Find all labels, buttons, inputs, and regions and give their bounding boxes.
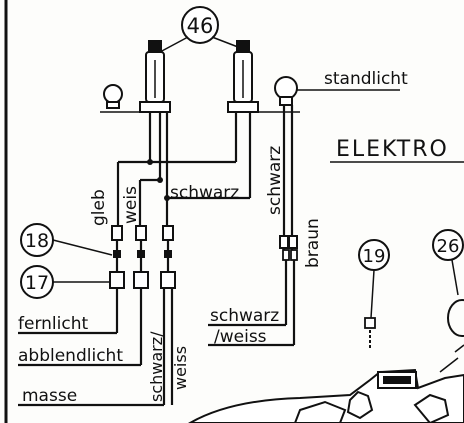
wire-label-schwarz-right: schwarz: [265, 146, 285, 215]
svg-text:46: 46: [187, 14, 214, 38]
left-parking-bulb: [100, 84, 140, 113]
wire-label-braun: braun: [303, 218, 323, 268]
masse-label: masse: [22, 386, 77, 406]
callout-19: 19: [358, 239, 390, 350]
svg-text:18: 18: [25, 230, 49, 252]
callout-18: 18: [20, 223, 113, 257]
standlicht-bulb: [258, 76, 400, 113]
connector-row-3: [109, 271, 176, 289]
connector-row-1: [111, 225, 298, 249]
svg-text:17: 17: [25, 272, 49, 294]
schwarz-weiss-right-label-2: /weiss: [214, 327, 267, 347]
wire-label-weis: weis: [121, 186, 141, 224]
screw-part: [364, 317, 376, 329]
schwarz-weiss-right-label-1: schwarz: [210, 306, 279, 326]
wire-label-gleb: gleb: [89, 189, 109, 226]
right-headlight-bulb: [227, 40, 259, 113]
standlicht-label: standlicht: [324, 69, 408, 89]
abblendlicht-label: abblendlicht: [18, 346, 123, 366]
headlight-housing-parts: [187, 344, 464, 423]
ring-part: [447, 299, 464, 337]
left-headlight-bulb: [139, 40, 171, 113]
schwarz-weiss-label-1: schwarz/: [147, 331, 166, 402]
schwarz-weiss-label-2: weiss: [171, 346, 190, 390]
wire-label-schwarz-top: schwarz: [170, 183, 239, 203]
standlicht-wires: [282, 105, 294, 250]
callout-26: 26: [432, 229, 464, 337]
callout-46: 46: [159, 6, 239, 53]
svg-text:26: 26: [437, 236, 460, 257]
headlight-wires: [116, 112, 252, 225]
connector-row-2: [113, 240, 298, 300]
svg-text:19: 19: [363, 246, 386, 267]
lower-wires: [18, 288, 296, 407]
callout-17: 17: [20, 265, 110, 299]
section-heading: ELEKTRO: [336, 137, 449, 162]
fernlicht-label: fernlicht: [18, 314, 88, 334]
